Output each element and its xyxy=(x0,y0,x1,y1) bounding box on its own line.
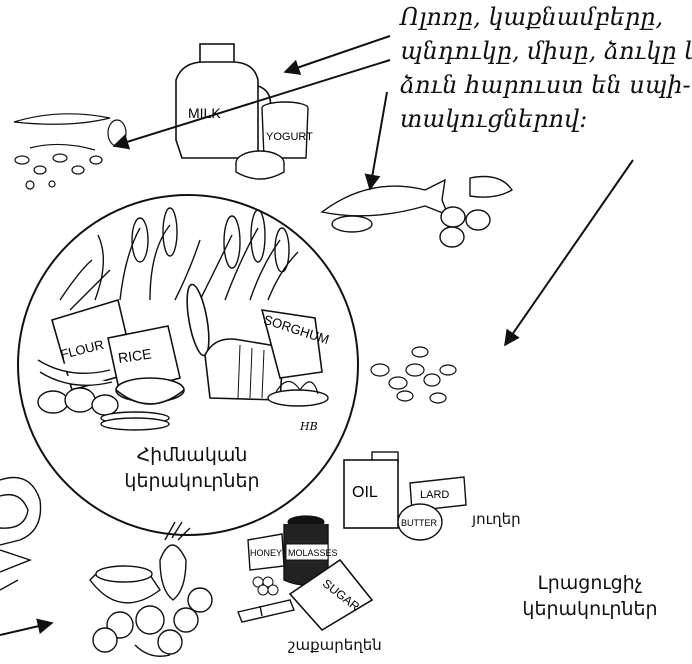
honey-pot: HONEY xyxy=(248,534,284,570)
honeycomb xyxy=(253,577,278,595)
svg-text:MOLASSES: MOLASSES xyxy=(288,548,338,558)
supplementary-foods-label: Լրացուցիչ կերակուրներ xyxy=(495,570,685,622)
caption-line: Ոլոռը, կաքնամբերը, xyxy=(400,0,685,34)
svg-text:BUTTER: BUTTER xyxy=(401,518,438,528)
cabbage-leafy-greens xyxy=(0,478,41,591)
fish-and-chicken xyxy=(322,177,512,248)
svg-text:OIL: OIL xyxy=(352,484,378,501)
arrow-to-fish xyxy=(370,92,387,189)
caption-line: տակուցներով: xyxy=(400,102,685,136)
beans-peas xyxy=(14,114,126,189)
nuts xyxy=(371,347,456,403)
yogurt-jar: YOGURT xyxy=(262,102,313,158)
arrow-to-fruit xyxy=(0,623,52,635)
svg-text:HONEY: HONEY xyxy=(250,548,282,558)
rice-bowl xyxy=(116,378,184,404)
staple-foods-label: Հիմնական կերակուրներ xyxy=(92,442,292,494)
protein-caption: Ոլոռը, կաքնամբերը, պնդուկը, միսը, ձուկը … xyxy=(400,0,685,136)
bread-loaf xyxy=(205,339,283,400)
arrow-to-nuts xyxy=(505,160,633,345)
caption-line: պնդուկը, միսը, ձուկը և xyxy=(400,34,685,68)
svg-text:YOGURT: YOGURT xyxy=(266,131,313,143)
oil-can: OIL xyxy=(344,452,398,528)
maize-cob xyxy=(183,283,213,357)
cheese-wheel xyxy=(236,151,284,179)
fruit-basket xyxy=(90,522,212,656)
sugars-label: շաքարեղեն xyxy=(288,636,382,654)
sugar-cane xyxy=(238,600,294,622)
butter-jar: BUTTER xyxy=(398,504,442,540)
flatbread-stack xyxy=(101,412,169,430)
artist-initials: HB xyxy=(299,420,318,433)
arrow-to-milk xyxy=(285,36,390,72)
svg-text:LARD: LARD xyxy=(420,489,449,501)
fats-label: յուղեր xyxy=(472,510,521,528)
caption-line: ձուն հարուստ են սպի- xyxy=(400,68,685,102)
